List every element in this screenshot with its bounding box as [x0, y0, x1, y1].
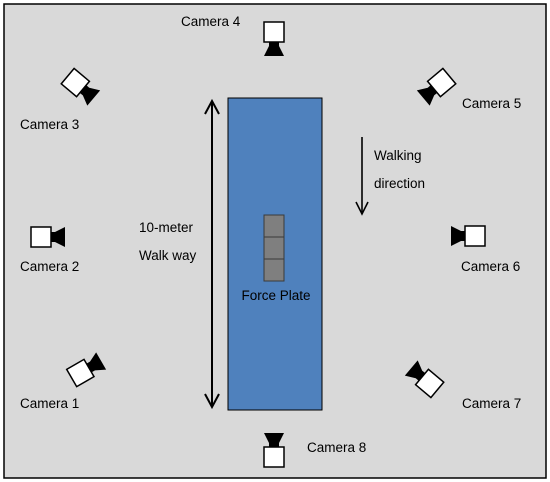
camera-7: Camera 7: [404, 360, 521, 411]
walking-direction-arrow: [355, 137, 369, 216]
camera-8-label: Camera 8: [307, 440, 366, 455]
camera-3-label: Camera 3: [20, 117, 79, 132]
walkway-length-arrow: [204, 98, 220, 410]
walkway-label-line2: Walk way: [139, 248, 197, 263]
camera-1-label: Camera 1: [20, 396, 79, 411]
force-plate-segment: [263, 258, 285, 282]
camera-8: Camera 8: [263, 433, 366, 468]
camera-5-label: Camera 5: [462, 96, 521, 111]
camera-body: [464, 225, 486, 247]
camera-4-icon: [263, 21, 285, 56]
force-plate-segment: [263, 214, 285, 238]
camera-lens: [451, 226, 465, 246]
camera-lens: [79, 85, 101, 106]
camera-lens: [404, 360, 426, 381]
camera-6-label: Camera 6: [461, 259, 520, 274]
cameras: Camera 1 Camera 2 Camera 3 Camera 4 Camera 5…: [20, 14, 521, 468]
force-plate: [263, 214, 285, 282]
camera-7-icon: [404, 360, 445, 399]
camera-body: [30, 226, 52, 248]
camera-lens: [264, 433, 284, 447]
camera-lens: [86, 352, 107, 373]
camera-6-icon: [451, 225, 486, 247]
camera-lens: [51, 227, 65, 247]
camera-3-icon: [60, 67, 101, 106]
camera-2: Camera 2: [20, 226, 79, 274]
camera-2-label: Camera 2: [20, 259, 79, 274]
camera-1: Camera 1: [20, 352, 107, 411]
camera-4-label: Camera 4: [181, 14, 241, 29]
camera-4: Camera 4: [181, 14, 285, 56]
camera-5-icon: [416, 67, 457, 106]
camera-3: Camera 3: [20, 67, 101, 132]
camera-5: Camera 5: [416, 67, 521, 111]
walkway-label-line1: 10-meter: [139, 220, 194, 235]
camera-body: [263, 21, 285, 43]
camera-body: [263, 446, 285, 468]
walking-direction-label-line2: direction: [374, 176, 425, 191]
camera-2-icon: [30, 226, 65, 248]
force-plate-label: Force Plate: [241, 288, 310, 303]
camera-8-icon: [263, 433, 285, 468]
camera-lens: [416, 85, 438, 106]
camera-1-icon: [65, 352, 107, 388]
camera-6: Camera 6: [451, 225, 520, 274]
walking-direction-label-line1: Walking: [374, 148, 422, 163]
camera-7-label: Camera 7: [462, 396, 521, 411]
camera-lens: [264, 42, 284, 56]
force-plate-segment: [263, 236, 285, 260]
